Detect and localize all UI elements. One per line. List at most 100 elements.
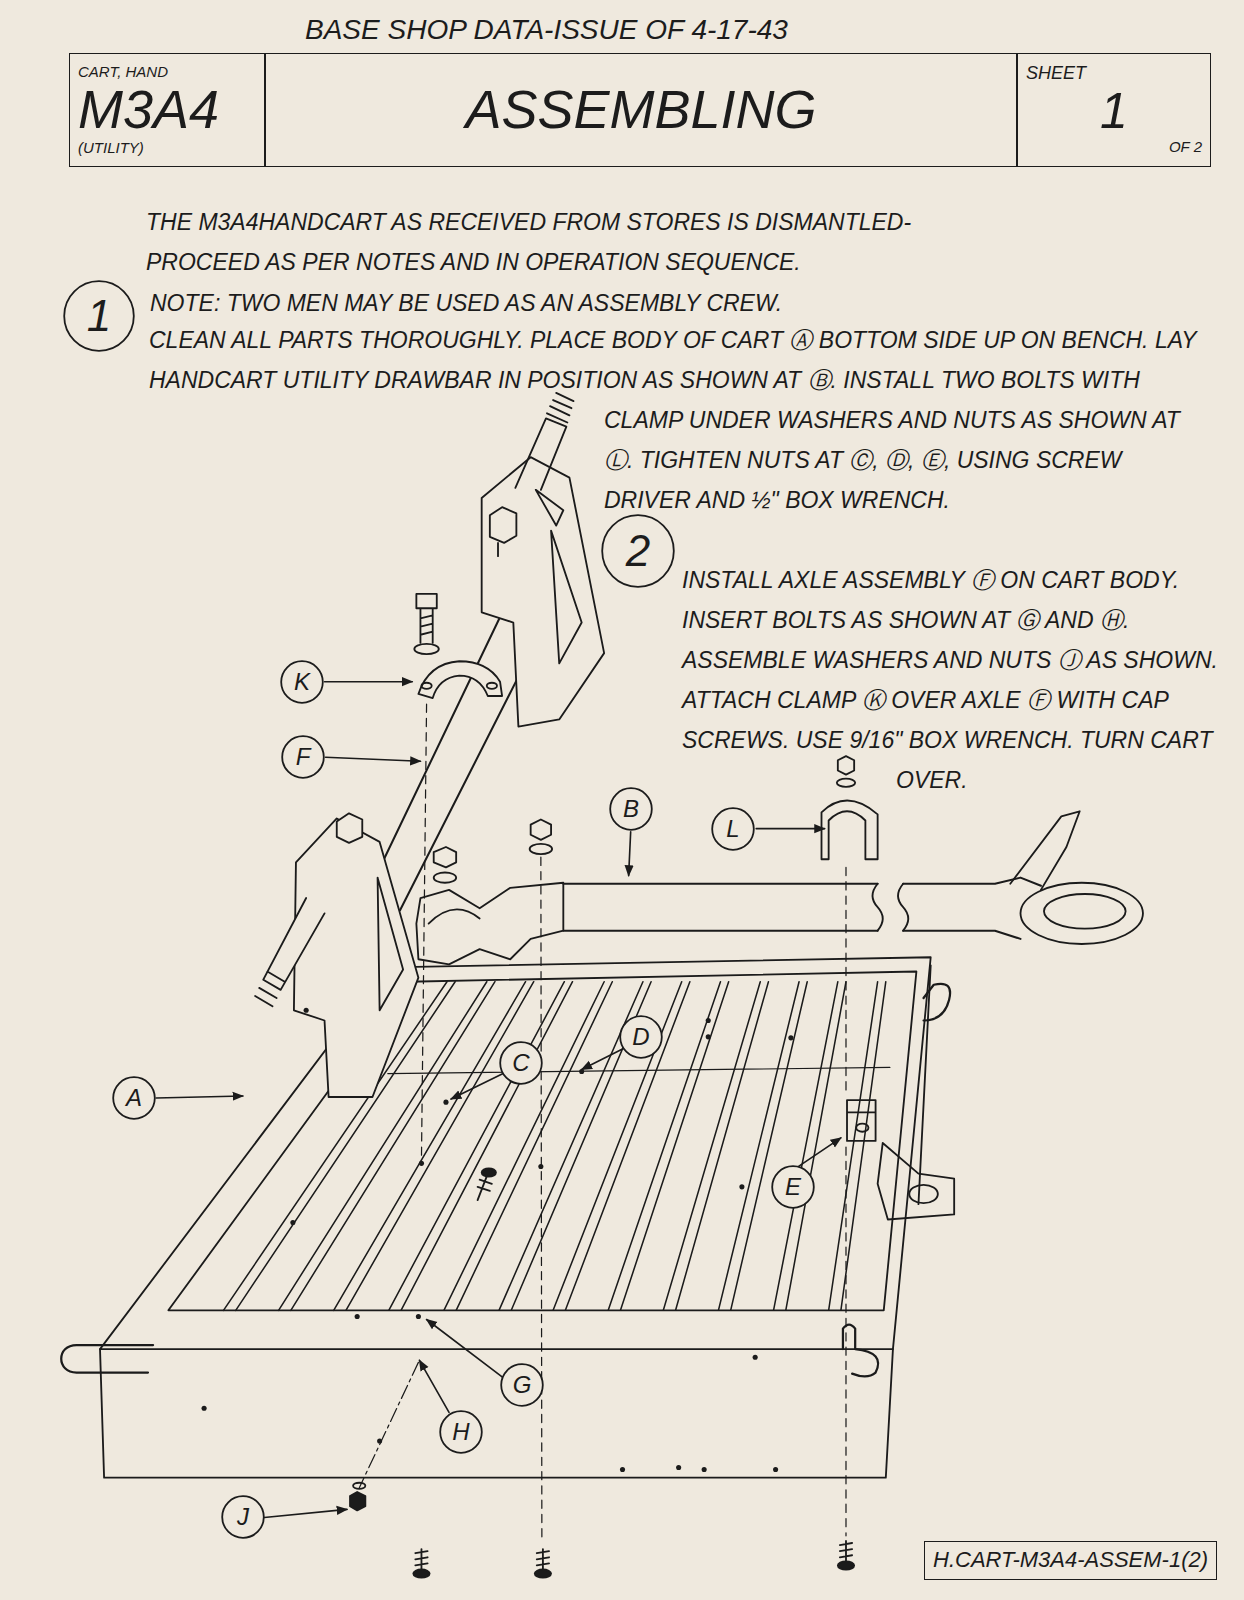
wrap-spacer [682, 760, 896, 960]
intro-note: THE M3A4HANDCART AS RECEIVED FROM STORES… [146, 202, 1026, 282]
hub-cutout [536, 490, 582, 663]
title-block-text: CART, HAND [78, 64, 168, 81]
step-number-circle: 2 [601, 514, 675, 588]
callout-circle: L [711, 807, 755, 851]
hole [202, 1406, 207, 1411]
drawbar-saddle [429, 909, 480, 923]
hole [290, 1220, 295, 1225]
cross-member [388, 1067, 890, 1073]
handle [843, 1325, 878, 1377]
callout-letter: F [296, 744, 311, 770]
hole [304, 1008, 309, 1013]
washer [837, 779, 855, 787]
tow-tab-hole [909, 1185, 938, 1203]
callout-letter: J [237, 1504, 249, 1530]
drawbar-tube [563, 884, 877, 931]
label-holder: NOTE: TWO MEN MAY BE USED AS AN ASSEMBLY… [150, 283, 1150, 323]
hole [788, 1035, 793, 1040]
bolt [537, 1549, 549, 1569]
leader-arrow [582, 1049, 623, 1069]
hole [419, 1161, 424, 1166]
title-block-text: (UTILITY) [78, 140, 144, 157]
callout-circle: J [221, 1495, 265, 1539]
callout-circle: E [771, 1165, 815, 1209]
sheet-number: OF 2 [1169, 139, 1202, 156]
cart-body-edge [918, 965, 930, 1204]
clamp-hole [421, 683, 431, 689]
hole [620, 1467, 625, 1472]
sheet-number: 1 [1100, 84, 1128, 139]
callout-letter: L [726, 816, 739, 842]
bolt [478, 1174, 492, 1201]
callout-letter: G [513, 1372, 532, 1398]
nut [490, 507, 517, 556]
cap-screw [416, 594, 436, 643]
hub-cutout [378, 878, 404, 1011]
assembly-line [359, 1362, 418, 1488]
spindle [515, 393, 573, 490]
leader-arrow [451, 1074, 503, 1100]
bolt-head [838, 1561, 854, 1569]
hole [739, 1184, 744, 1189]
hole [706, 1018, 711, 1023]
handle [61, 1345, 153, 1373]
leader-arrow [629, 832, 631, 876]
hole [702, 1467, 707, 1472]
drawbar-clamp [416, 883, 563, 965]
cart-body-floor [168, 972, 916, 1311]
callout-circle: B [609, 787, 653, 831]
step-number: 1 [87, 292, 111, 340]
callout-circle: K [280, 660, 324, 704]
tow-tab [878, 1143, 955, 1220]
sheet-number: SHEET [1026, 64, 1086, 84]
sheet-title: ASSEMBLING [465, 80, 816, 139]
hole [377, 1438, 382, 1443]
handle [924, 984, 951, 1021]
drawbar-u-clamp [822, 801, 878, 860]
washer [434, 873, 456, 883]
assembly-line [421, 704, 846, 1541]
title-block-cell: ASSEMBLING [265, 53, 1017, 167]
leader-arrow [756, 828, 824, 830]
washer [414, 644, 438, 654]
leader-arrow [264, 1509, 347, 1517]
callout-letter: H [452, 1419, 469, 1445]
floor-ribs [223, 982, 885, 1311]
axle-clamp [418, 661, 502, 698]
wrap-spacer [149, 400, 604, 540]
nut [531, 819, 551, 839]
step-instruction: INSTALL AXLE ASSEMBLY Ⓕ ON CART BODY. IN… [682, 560, 1227, 800]
axle-hub [294, 818, 419, 1097]
leaders [156, 682, 841, 1518]
callout-circle: C [499, 1041, 543, 1085]
lunette-hole [1044, 894, 1126, 929]
callout-circle: A [112, 1076, 156, 1120]
leader-arrow [326, 757, 421, 761]
drawing-number: H.CART-M3A4-ASSEM-1(2) [933, 1548, 1208, 1572]
nut [838, 756, 854, 774]
callout-circle: F [281, 735, 325, 779]
leader-arrow [156, 1096, 243, 1098]
step-number: 2 [626, 527, 650, 575]
step-number-circle: 1 [63, 280, 135, 352]
hole [773, 1467, 778, 1472]
callout-ring [610, 788, 652, 830]
drawbar-tube [903, 878, 1041, 939]
lunette-eye [1020, 883, 1142, 944]
nut [350, 1492, 365, 1510]
callout-ring [500, 1042, 542, 1084]
label-holder: INSTALL AXLE ASSEMBLY Ⓕ ON CART BODY. IN… [682, 560, 1227, 960]
callout-ring [501, 1364, 543, 1406]
hole [706, 1034, 711, 1039]
callout-circle: D [619, 1015, 663, 1059]
sheet-header: BASE SHOP DATA-ISSUE OF 4-17-43 [305, 12, 1005, 48]
callout-ring [712, 808, 754, 850]
holes [202, 1008, 799, 1472]
hole [676, 1465, 681, 1470]
callout-ring [440, 1411, 482, 1453]
spindle [255, 898, 324, 1006]
callout-letter: K [294, 669, 310, 695]
title-block-text: M3A4 [78, 80, 219, 139]
hole [443, 1100, 448, 1105]
callout-ring [281, 661, 323, 703]
